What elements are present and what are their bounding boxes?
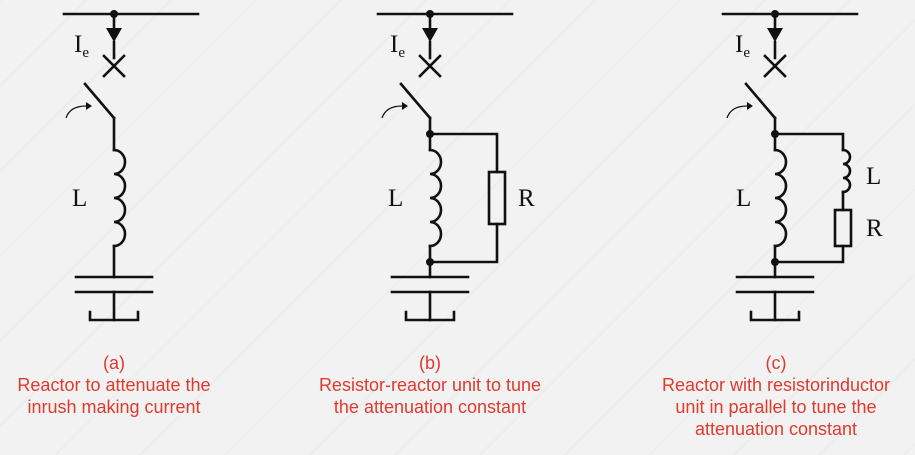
inductor-a (112, 148, 127, 248)
switch-arrow-c (726, 105, 748, 119)
branch-inductor-c (841, 148, 852, 194)
branch-inductor-label-c: L (866, 163, 881, 190)
branch-bottom-c (773, 244, 845, 264)
ground-symbol-c (749, 310, 801, 322)
resistor-b (487, 170, 507, 226)
inductor-label-a: L (72, 185, 87, 212)
resistor-label-b: R (518, 185, 535, 212)
switch-blade-b (399, 82, 432, 120)
ground-symbol-b (404, 310, 456, 322)
panel-tag-b: (b) (419, 353, 441, 373)
circuit-b: Ie L R (376, 10, 535, 322)
caption-b: (b) Resistor-reactor unit to tune the at… (298, 352, 562, 418)
breaker-cross-c (763, 54, 787, 78)
current-label-a: Ie (74, 31, 89, 61)
ground-symbol-a (88, 310, 140, 322)
branch-resistor-label-c: R (866, 215, 883, 242)
inductor-label-c: L (736, 185, 751, 212)
breaker-cross-b (418, 54, 442, 78)
inductor-c (773, 148, 788, 248)
caption-line: unit in parallel to tune the (675, 397, 877, 417)
current-arrow-b (422, 28, 438, 42)
current-label-c: Ie (735, 31, 750, 61)
branch-top-c (773, 132, 845, 152)
resistor-branch-bottom-b (428, 222, 499, 264)
caption-line: inrush making current (27, 397, 201, 417)
switch-arrowhead-a (86, 102, 92, 110)
resistor-branch-top-b (428, 132, 499, 174)
inductor-b (428, 148, 443, 248)
current-label-b: Ie (390, 31, 405, 61)
caption-line: Reactor with resistorinductor (661, 375, 891, 395)
panel-tag-a: (a) (103, 353, 125, 373)
switch-blade-c (744, 82, 777, 120)
caption-c: (c) Reactor with resistorinductor unit i… (638, 352, 914, 440)
caption-line: attenuation constant (694, 419, 858, 439)
caption-line: Resistor-reactor unit to tune (318, 375, 542, 395)
caption-a: (a) Reactor to attenuate the inrush maki… (0, 352, 228, 418)
current-arrow-c (767, 28, 783, 42)
switch-arrowhead-b (402, 102, 408, 110)
circuit-c: Ie L L R (721, 10, 883, 322)
current-arrow-a (106, 28, 122, 42)
inductor-label-b: L (388, 185, 403, 212)
switch-blade-a (83, 82, 116, 120)
switch-arrow-b (381, 105, 403, 119)
caption-line: the attenuation constant (333, 397, 527, 417)
switch-arrowhead-c (747, 102, 753, 110)
caption-line: Reactor to attenuate the (17, 375, 211, 395)
panel-tag-c: (c) (765, 353, 787, 373)
circuit-a: Ie L (62, 10, 200, 322)
breaker-cross-a (102, 54, 126, 78)
switch-arrow-a (65, 105, 87, 119)
branch-resistor-c (833, 208, 853, 248)
